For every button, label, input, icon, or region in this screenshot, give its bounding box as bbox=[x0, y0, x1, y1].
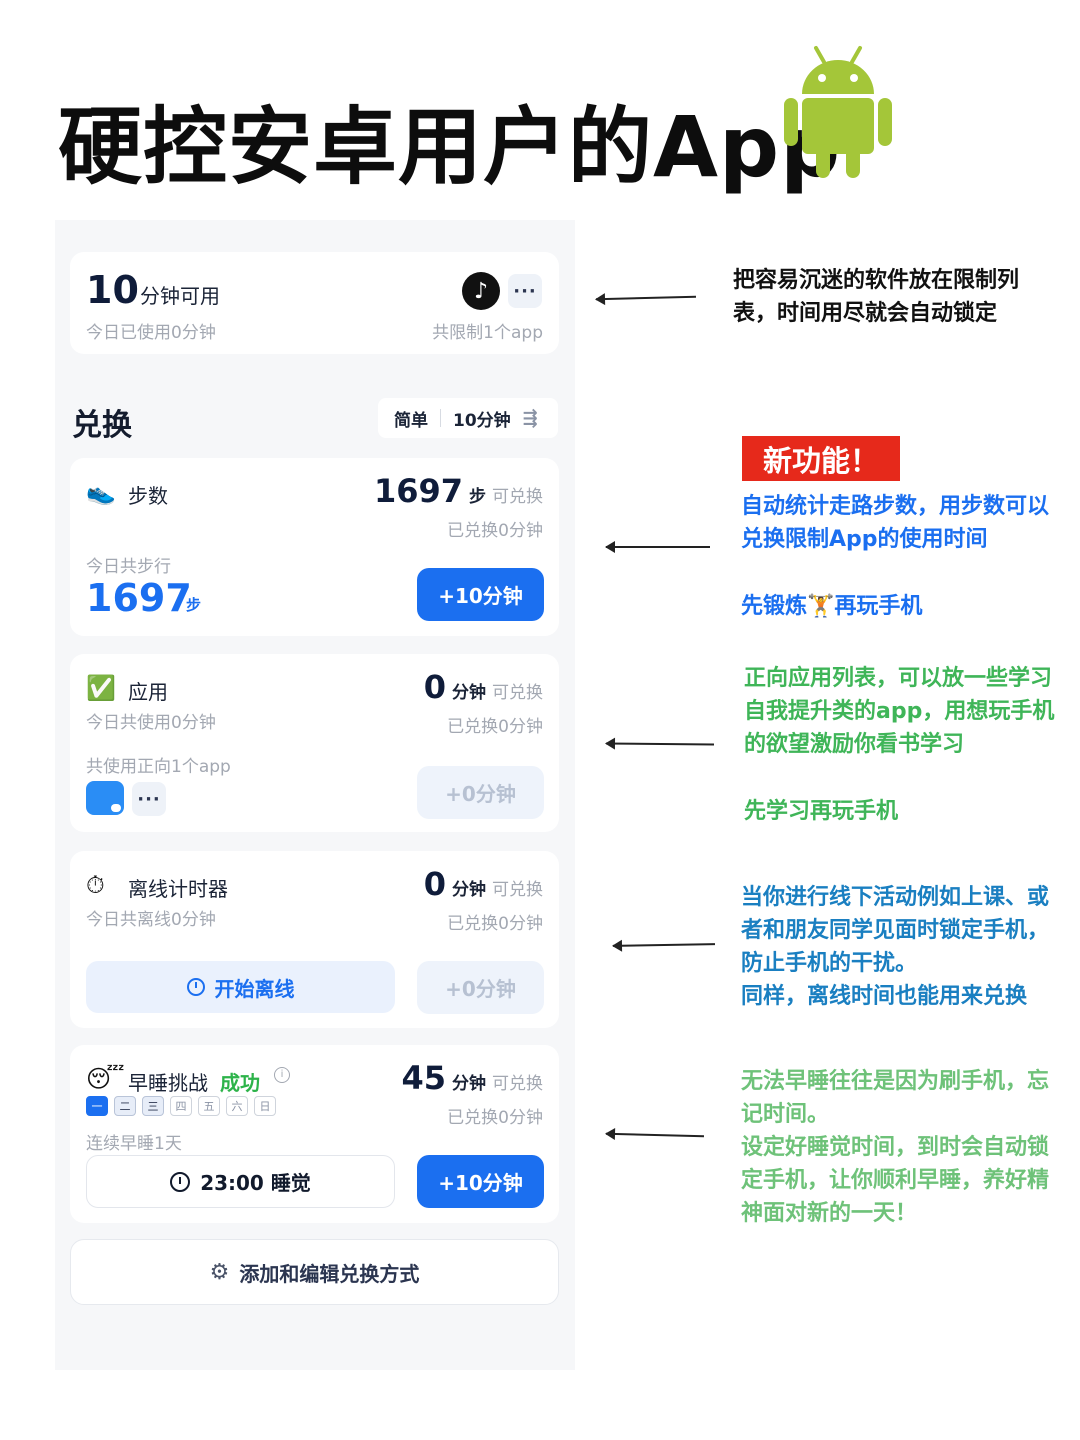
filter-step: 10分钟 bbox=[453, 410, 511, 431]
start-offline-button[interactable]: 开始离线 bbox=[86, 961, 395, 1013]
app-card: ✅ 应用 0 分钟 可兑换 已兑换0分钟 今日共使用0分钟 共使用正向1个app… bbox=[70, 654, 559, 832]
offline-unit: 分钟 bbox=[452, 880, 486, 900]
offline-exchange-button[interactable]: +0分钟 bbox=[417, 961, 544, 1014]
sleep-time-label: 23:00 睡觉 bbox=[200, 1171, 311, 1195]
arrow-steps bbox=[605, 541, 710, 553]
day-sat: 六 bbox=[226, 1096, 248, 1116]
app-exchange-button[interactable]: +0分钟 bbox=[417, 766, 544, 819]
new-feature-badge: 新功能！ bbox=[742, 436, 900, 481]
annotation-steps: 自动统计走路步数，用步数可以兑换限制App的使用时间 bbox=[741, 494, 1050, 552]
day-tue: 二 bbox=[114, 1096, 136, 1116]
exchangeable-tag: 可兑换 bbox=[492, 1074, 543, 1094]
annotation-sleep: 无法早睡往往是因为刷手机，忘记时间。 设定好睡觉时间，到时会自动锁定手机，让你顺… bbox=[741, 1065, 1061, 1230]
filter-mode: 简单 bbox=[394, 410, 428, 431]
available-minutes-label: 分钟可用 bbox=[140, 284, 220, 308]
annotation-apps-tip: 先学习再玩手机 bbox=[744, 799, 899, 824]
steps-exchange-button[interactable]: +10分钟 bbox=[417, 568, 544, 621]
offline-label: 离线计时器 bbox=[128, 877, 228, 901]
positive-app-icon[interactable] bbox=[86, 781, 124, 815]
annotation-offline: 当你进行线下活动例如上课、或者和朋友同学见面时锁定手机，防止手机的干扰。 同样，… bbox=[741, 881, 1061, 1013]
day-thu: 四 bbox=[170, 1096, 192, 1116]
exchanged-text: 已兑换0分钟 bbox=[447, 717, 543, 737]
filter-icon: ⇶ bbox=[522, 407, 538, 429]
positive-app-count: 共使用正向1个app bbox=[86, 757, 231, 777]
offline-minutes: 0 bbox=[423, 865, 446, 903]
steps-unit: 步 bbox=[469, 487, 486, 507]
arrow-limit bbox=[595, 295, 697, 301]
annotation-steps-tip: 先锻炼🏋再玩手机 bbox=[741, 594, 923, 619]
sleep-status: 成功 bbox=[220, 1071, 260, 1095]
annotation-sleep-2: 设定好睡觉时间，到时会自动锁定手机，让你顺利早睡，养好精神面对新的一天！ bbox=[741, 1135, 1050, 1226]
android-logo-icon bbox=[784, 46, 892, 178]
annotation-sleep-1: 无法早睡往往是因为刷手机，忘记时间。 bbox=[741, 1069, 1050, 1127]
offline-today: 今日共离线0分钟 bbox=[86, 910, 216, 930]
exchanged-text: 已兑换0分钟 bbox=[447, 914, 543, 934]
app-value: 0 分钟 可兑换 bbox=[424, 668, 543, 706]
steps-today-value: 1697 bbox=[86, 576, 192, 620]
timer-icon bbox=[186, 978, 205, 996]
sleep-streak: 连续早睡1天 bbox=[86, 1134, 182, 1154]
annotation-offline-2: 同样，离线时间也能用来兑换 bbox=[741, 984, 1028, 1009]
sleepy-face-icon: 😴 bbox=[86, 1065, 125, 1093]
add-edit-label: 添加和编辑兑换方式 bbox=[239, 1261, 420, 1286]
steps-count: 1697 bbox=[373, 472, 463, 510]
annotation-offline-1: 当你进行线下活动例如上课、或者和朋友同学见面时锁定手机，防止手机的干扰。 bbox=[741, 885, 1050, 976]
start-offline-label: 开始离线 bbox=[214, 976, 295, 1001]
exchange-title: 兑换 bbox=[72, 408, 132, 443]
check-icon: ✅ bbox=[86, 674, 116, 702]
add-edit-exchange-button[interactable]: ⚙ 添加和编辑兑换方式 bbox=[70, 1239, 559, 1305]
sleep-exchange-button[interactable]: +10分钟 bbox=[417, 1155, 544, 1208]
annotation-limit: 把容易沉迷的软件放在限制列表，时间用尽就会自动锁定 bbox=[733, 268, 1020, 326]
limit-count: 共限制1个app bbox=[432, 323, 543, 343]
page-title: 硬控安卓用户的App bbox=[58, 98, 842, 196]
tiktok-icon[interactable]: ♪ bbox=[462, 272, 500, 310]
steps-today-unit: 步 bbox=[186, 596, 202, 614]
sleep-minutes: 45 bbox=[401, 1059, 446, 1097]
used-today: 今日已使用0分钟 bbox=[86, 323, 216, 343]
app-label: 应用 bbox=[128, 680, 168, 704]
gear-icon: ⚙ bbox=[209, 1259, 230, 1285]
exchanged-text: 已兑换0分钟 bbox=[447, 1108, 543, 1128]
exchangeable-tag: 可兑换 bbox=[492, 487, 543, 507]
divider bbox=[440, 409, 441, 427]
steps-label: 步数 bbox=[128, 484, 168, 508]
app-minutes: 0 bbox=[423, 668, 446, 706]
day-wed: 三 bbox=[142, 1096, 164, 1116]
available-minutes: 10 bbox=[86, 268, 139, 312]
app-unit: 分钟 bbox=[452, 683, 486, 703]
arrow-offline bbox=[612, 943, 716, 947]
more-apps-button[interactable]: ··· bbox=[508, 274, 542, 308]
arrow-sleep bbox=[605, 1132, 705, 1138]
steps-today-label: 今日共步行 bbox=[86, 557, 171, 577]
offline-value: 0 分钟 可兑换 bbox=[424, 865, 543, 903]
sleep-unit: 分钟 bbox=[452, 1074, 486, 1094]
exchangeable-tag: 可兑换 bbox=[492, 683, 543, 703]
more-apps-button[interactable]: ··· bbox=[132, 782, 166, 816]
info-icon[interactable]: i bbox=[274, 1067, 290, 1083]
limit-card[interactable]: 10 分钟可用 今日已使用0分钟 ♪ ··· 共限制1个app bbox=[70, 252, 559, 354]
weekday-row: 一 二 三 四 五 六 日 bbox=[86, 1096, 276, 1116]
sleep-time-button[interactable]: 23:00 睡觉 bbox=[86, 1155, 395, 1208]
day-fri: 五 bbox=[198, 1096, 220, 1116]
annotation-apps: 正向应用列表，可以放一些学习自我提升类的app，用想玩手机的欲望激励你看书学习 bbox=[744, 666, 1055, 757]
steps-card: 👟 步数 1697 步 可兑换 已兑换0分钟 今日共步行 1697 步 +10分… bbox=[70, 458, 559, 636]
sneaker-icon: 👟 bbox=[86, 478, 116, 506]
app-used-today: 今日共使用0分钟 bbox=[86, 713, 216, 733]
exchangeable-tag: 可兑换 bbox=[492, 880, 543, 900]
stopwatch-icon: ⏱ bbox=[86, 871, 105, 899]
offline-card: ⏱ 离线计时器 0 分钟 可兑换 已兑换0分钟 今日共离线0分钟 开始离线 +0… bbox=[70, 851, 559, 1028]
sleep-value: 45 分钟 可兑换 bbox=[401, 1059, 543, 1097]
exchange-filter[interactable]: 简单 10分钟 ⇶ bbox=[378, 398, 558, 438]
sleep-card: 😴 早睡挑战 成功 i 45 分钟 可兑换 已兑换0分钟 一 二 三 四 五 六… bbox=[70, 1045, 559, 1223]
day-mon: 一 bbox=[86, 1096, 108, 1116]
steps-value: 1697 步 可兑换 bbox=[374, 472, 543, 510]
arrow-apps bbox=[605, 742, 715, 746]
sleep-label: 早睡挑战 bbox=[128, 1071, 208, 1095]
clock-icon bbox=[170, 1171, 191, 1192]
exchanged-text: 已兑换0分钟 bbox=[447, 521, 543, 541]
day-sun: 日 bbox=[254, 1096, 276, 1116]
